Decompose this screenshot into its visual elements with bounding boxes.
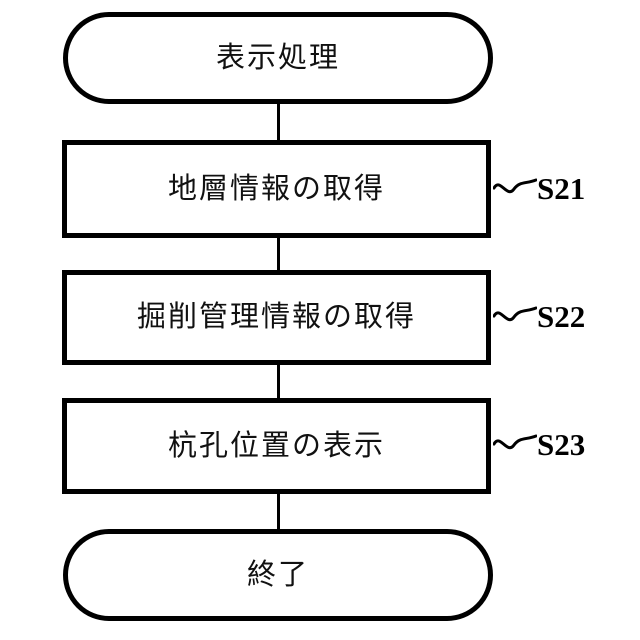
- connector-s21-to-s22: [277, 237, 280, 273]
- flow-node-s23-label: 杭孔位置の表示: [167, 429, 385, 462]
- flow-node-end: 終了: [63, 529, 493, 621]
- flow-node-s21-label: 地層情報の取得: [167, 172, 385, 205]
- flow-node-end-label: 終了: [246, 558, 309, 591]
- step-ref-s23-label: S23: [537, 426, 586, 462]
- connector-s22-to-s23: [277, 364, 280, 401]
- flow-node-s23: 杭孔位置の表示: [62, 398, 491, 494]
- connector-start-to-s21: [277, 103, 280, 143]
- step-ref-s22: S22: [493, 296, 585, 336]
- step-leader-wave-icon: [493, 178, 537, 194]
- step-ref-s22-label: S22: [537, 298, 586, 334]
- step-leader-wave-icon: [493, 434, 537, 450]
- flow-node-s22-label: 掘削管理情報の取得: [136, 301, 416, 333]
- connector-s23-to-end: [277, 493, 280, 531]
- flow-node-start-label: 表示処理: [215, 41, 340, 74]
- step-ref-s21: S21: [493, 168, 585, 208]
- step-leader-wave-icon: [493, 306, 537, 322]
- step-ref-s21-label: S21: [537, 170, 586, 206]
- flow-node-s22: 掘削管理情報の取得: [62, 270, 491, 365]
- step-ref-s23: S23: [493, 424, 585, 464]
- flow-node-start: 表示処理: [63, 12, 493, 104]
- flow-node-s21: 地層情報の取得: [62, 140, 491, 238]
